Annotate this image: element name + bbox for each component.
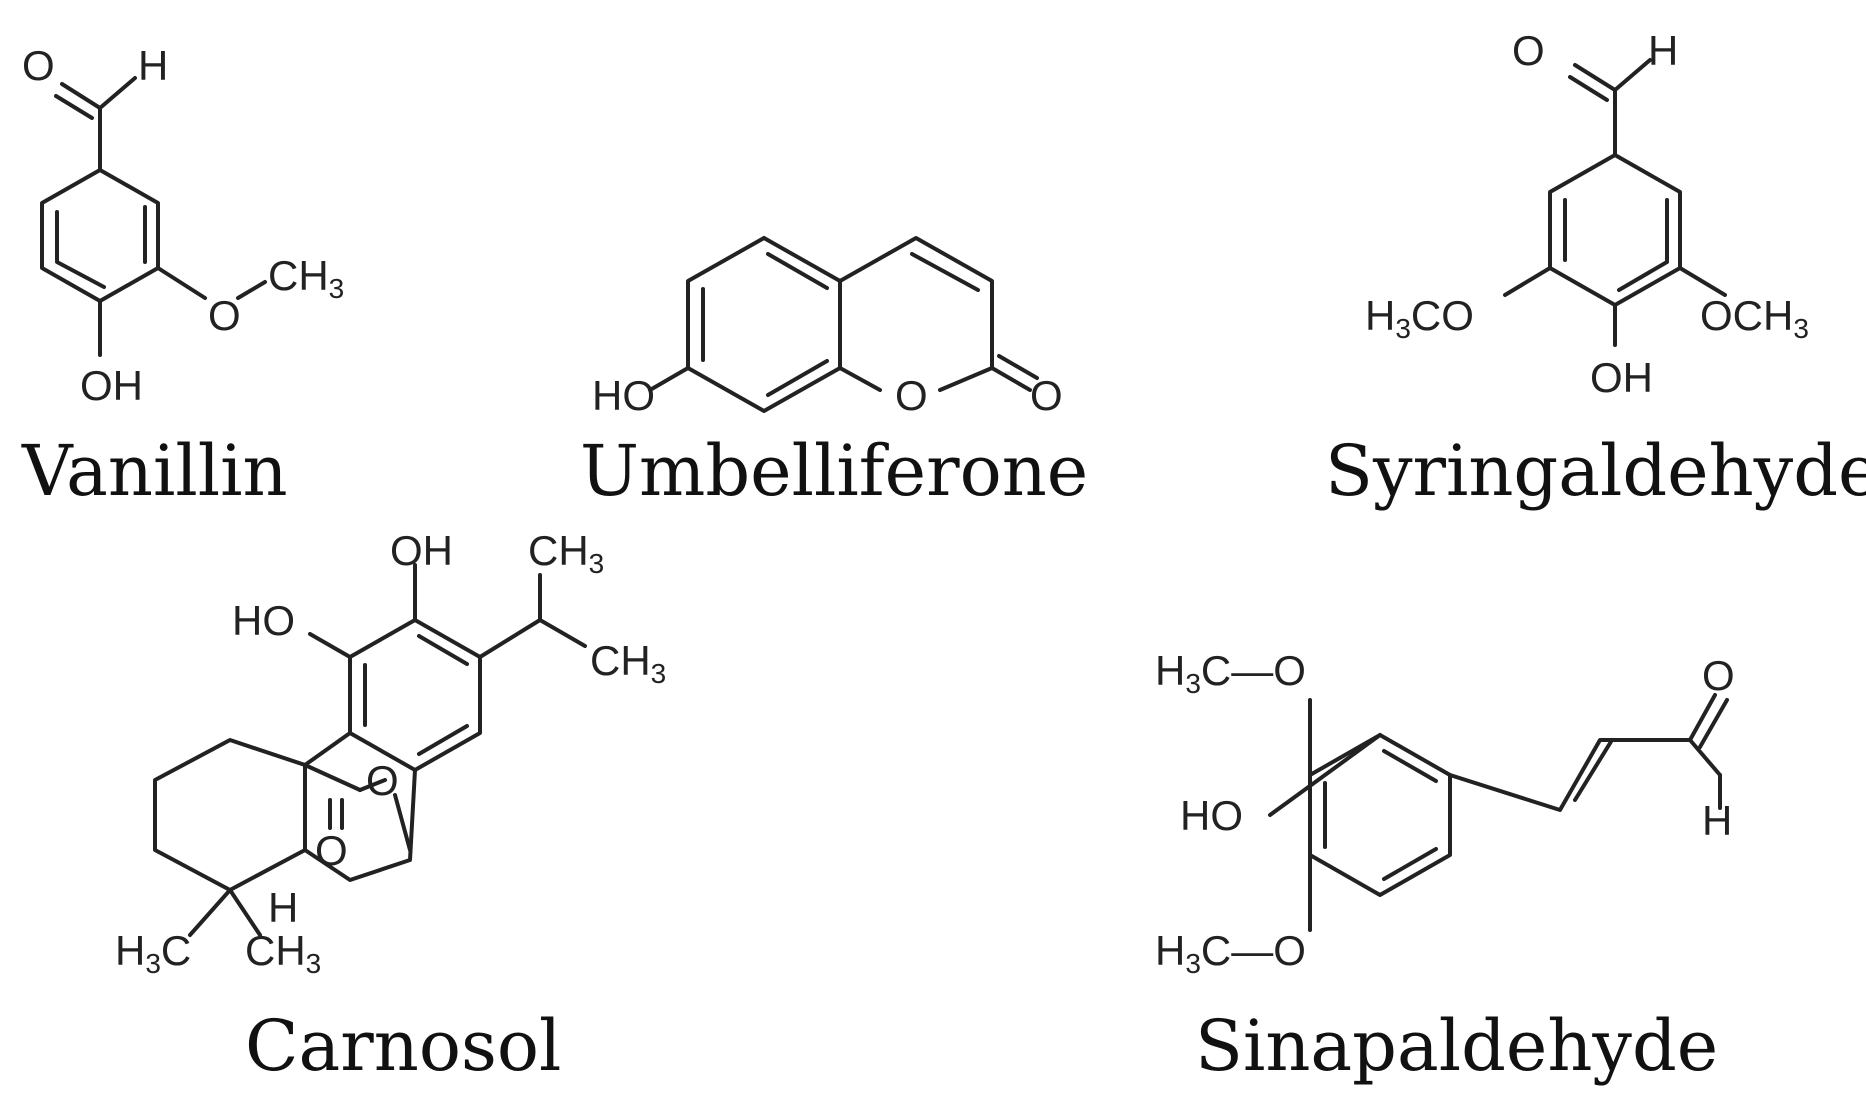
carnosol-name: Carnosol: [245, 1005, 562, 1087]
umbelliferone-hydroxyl: HO: [592, 372, 655, 419]
vanillin-aldehyde-h: H: [138, 42, 168, 89]
vanillin-structure: O H O CH3 OH: [22, 42, 344, 409]
carnosol-hydroxyl-top: OH: [390, 527, 453, 574]
syringaldehyde-hydroxyl: OH: [1590, 354, 1653, 401]
sinapaldehyde-methoxy-top: H3C—O: [1155, 647, 1306, 699]
syringaldehyde-methoxy-right: OCH3: [1700, 292, 1809, 344]
vanillin-hydroxyl: OH: [80, 362, 143, 409]
carnosol-structure: OH HO CH3 CH3 O O H H3C CH3: [115, 527, 666, 979]
carnosol-methyl-4: CH3: [245, 927, 321, 979]
carnosol-carbonyl-o: O: [315, 827, 348, 874]
umbelliferone-carbonyl-o: O: [1030, 372, 1063, 419]
syringaldehyde-name: Syringaldehyde: [1325, 430, 1866, 512]
umbelliferone-name: Umbelliferone: [580, 430, 1089, 512]
vanillin-name: Vanillin: [22, 430, 288, 512]
sinapaldehyde-aldehyde-o: O: [1702, 652, 1735, 699]
umbelliferone-structure: HO O O: [592, 236, 1063, 419]
carnosol-hydroxyl-left: HO: [232, 597, 295, 644]
carnosol-h: H: [268, 884, 298, 931]
syringaldehyde-aldehyde-o: O: [1512, 27, 1545, 74]
sinapaldehyde-methoxy-bottom: H3C—O: [1155, 927, 1306, 979]
carnosol-methyl-2: CH3: [590, 637, 666, 689]
sinapaldehyde-name: Sinapaldehyde: [1195, 1005, 1719, 1087]
syringaldehyde-structure: O H H3CO OCH3 OH: [1365, 27, 1809, 401]
carnosol-methyl-1: CH3: [528, 527, 604, 579]
carnosol-methyl-3: H3C: [115, 927, 191, 979]
vanillin-methoxy-o: O: [208, 292, 241, 339]
sinapaldehyde-hydroxyl: HO: [1180, 792, 1243, 839]
vanillin-aldehyde-o: O: [22, 42, 55, 89]
carnosol-lactone-o: O: [366, 757, 399, 804]
syringaldehyde-methoxy-left: H3CO: [1365, 292, 1474, 344]
sinapaldehyde-structure: H3C—O HO H3C—O O H: [1155, 647, 1735, 979]
vanillin-methyl: CH3: [268, 252, 344, 304]
umbelliferone-ring-o: O: [895, 372, 928, 419]
sinapaldehyde-aldehyde-h: H: [1702, 797, 1732, 844]
syringaldehyde-aldehyde-h: H: [1648, 27, 1678, 74]
